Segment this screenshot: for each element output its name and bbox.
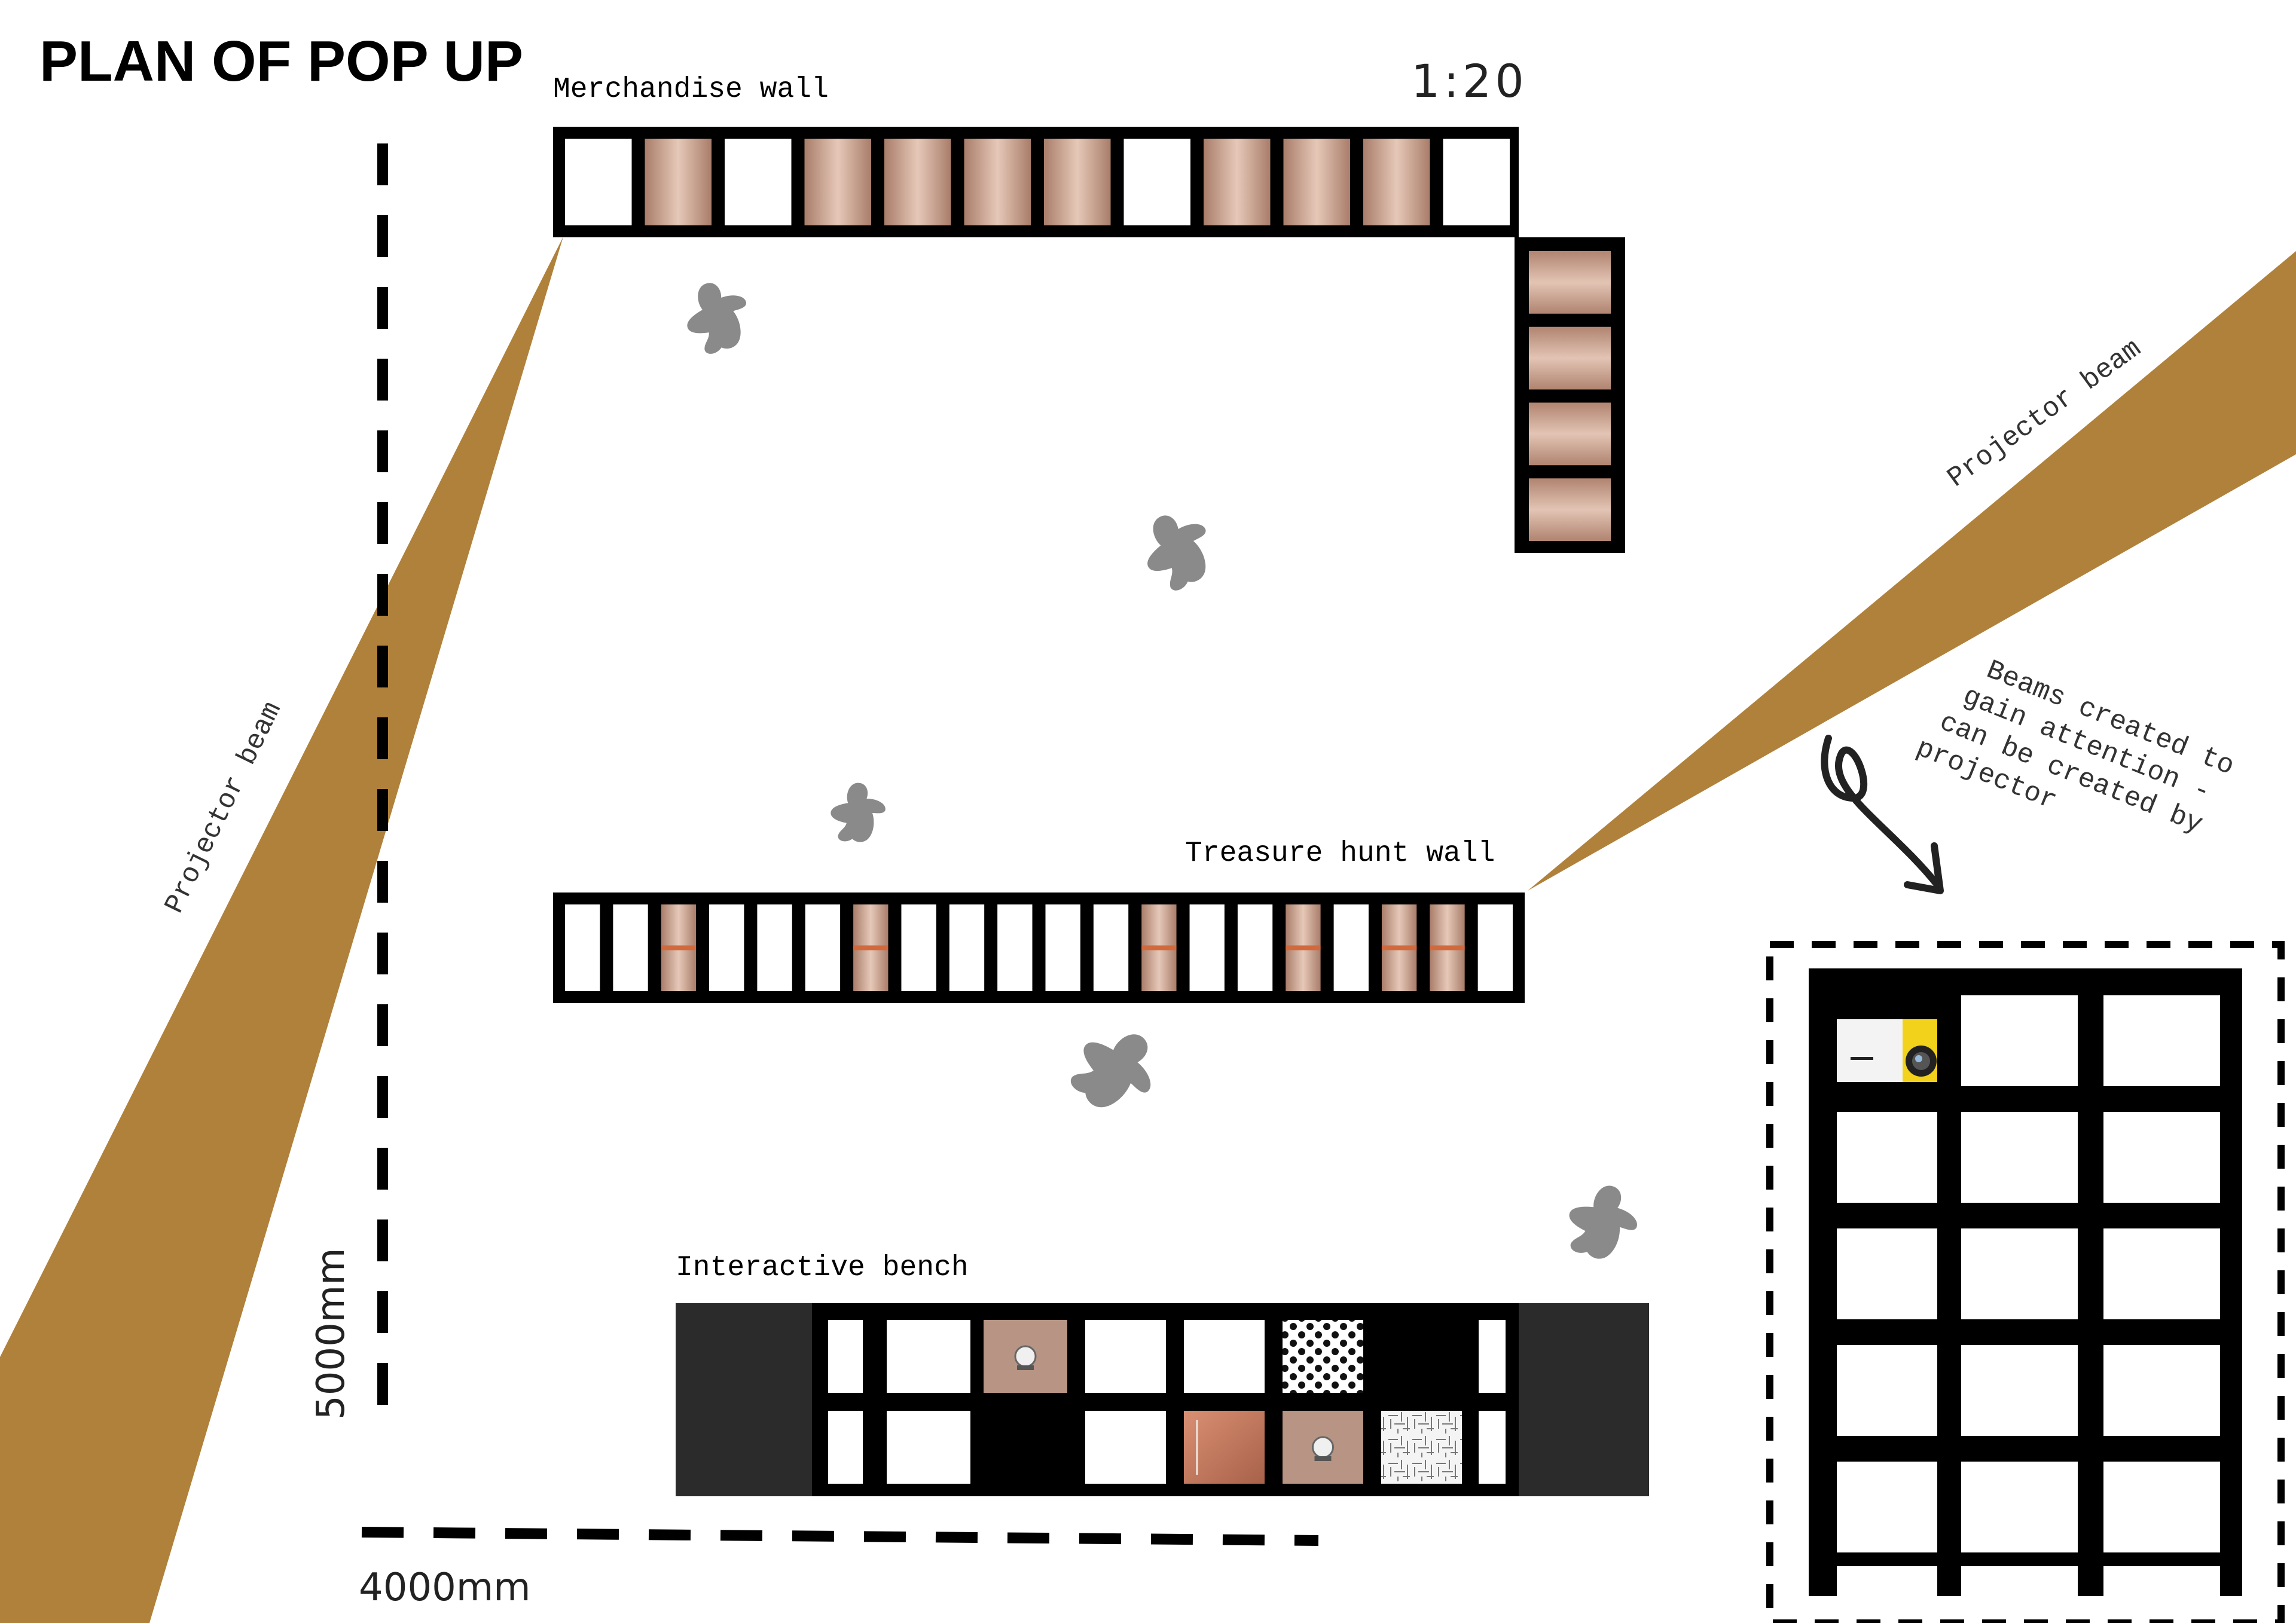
- shelf-cell: [1961, 1345, 2078, 1436]
- shelf-cell: [1837, 1345, 1937, 1436]
- globe-icon: [1312, 1436, 1334, 1459]
- width-dimension-label: 4000mm: [359, 1566, 531, 1610]
- shelf-cell: [2103, 1228, 2220, 1319]
- person-figure-icon: [675, 273, 759, 360]
- bench-cell-black: [984, 1411, 1067, 1484]
- merch-side-copper-cell: [1529, 478, 1611, 541]
- shelf-cell: [2103, 1462, 2220, 1552]
- bench-cell-pattern: [1381, 1411, 1462, 1484]
- shelf-base-gap: [2103, 1566, 2220, 1596]
- shelving-detail-outline: [1766, 941, 2285, 1623]
- bench-cell-dots: [1283, 1320, 1363, 1393]
- treasure-empty-cell: [1237, 904, 1273, 991]
- left-projector-beam: [0, 237, 563, 1623]
- bench-cell-empty: [1479, 1320, 1506, 1393]
- merch-empty-cell: [1123, 139, 1190, 225]
- bench-cell-empty: [887, 1320, 970, 1393]
- bench-cell-empty: [1184, 1320, 1265, 1393]
- shelf-cell: [2103, 1112, 2220, 1203]
- visitor-figures: [675, 273, 1645, 1267]
- merch-empty-cell: [1443, 139, 1510, 225]
- shelf-cell: [1961, 1462, 2078, 1552]
- treasure-empty-cell: [709, 904, 744, 991]
- treasure-empty-cell: [901, 904, 936, 991]
- treasure-empty-cell: [1093, 904, 1129, 991]
- treasure-marker: [853, 945, 889, 950]
- shelf-cell: [1961, 1112, 2078, 1203]
- treasure-empty-cell: [757, 904, 792, 991]
- person-figure-icon: [831, 783, 886, 842]
- treasure-empty-cell: [997, 904, 1033, 991]
- scale-label: 1:20: [1411, 54, 1528, 108]
- shelf-cell: [2103, 1345, 2220, 1436]
- treasure-empty-cell: [613, 904, 648, 991]
- merch-empty-cell: [565, 139, 632, 225]
- person-figure-icon: [1059, 1012, 1173, 1127]
- width-dimension-line: [361, 1527, 1319, 1546]
- person-figure-icon: [1129, 500, 1226, 599]
- treasure-marker: [1381, 945, 1417, 950]
- treasure-empty-cell: [1189, 904, 1225, 991]
- right-projector-beam: [1528, 251, 2296, 891]
- bench-cell-empty: [828, 1411, 863, 1484]
- merch-side-copper-cell: [1529, 251, 1611, 314]
- merch-copper-cell: [1204, 139, 1271, 225]
- bench-end-left: [676, 1303, 812, 1496]
- bench-cells: [828, 1320, 1506, 1484]
- shelf-cell: [1837, 1462, 1937, 1552]
- merch-copper-cell: [1283, 139, 1350, 225]
- treasure-marker: [1141, 945, 1177, 950]
- treasure-empty-cell: [565, 904, 600, 991]
- treasure-empty-cell: [949, 904, 985, 991]
- merch-copper-cell: [1363, 139, 1430, 225]
- globe-icon: [1014, 1345, 1037, 1368]
- shelf-base-gap: [1837, 1566, 1937, 1596]
- treasure-hunt-wall: [553, 893, 1525, 1003]
- shelf-cell: [1837, 1112, 1937, 1203]
- bench-cell-empty: [1085, 1411, 1166, 1484]
- merchandise-wall: [553, 127, 1519, 237]
- merch-empty-cell: [725, 139, 792, 225]
- depth-dimension-label: 5000mm: [309, 1248, 353, 1420]
- bench-end-right: [1519, 1303, 1649, 1496]
- shelf-cell: [1961, 1228, 2078, 1319]
- projector-icon: [1837, 1019, 1937, 1082]
- merch-side-copper-cell: [1529, 326, 1611, 390]
- treasure-marker: [1286, 945, 1321, 950]
- treasure-empty-cell: [1333, 904, 1369, 991]
- globe-stand: [1017, 1365, 1034, 1370]
- curly-arrow-icon: [1821, 735, 1944, 894]
- bench-cell-black: [1381, 1320, 1462, 1393]
- merch-copper-cell: [884, 139, 951, 225]
- beam-note: Beams created to gain attention - can be…: [1912, 655, 2238, 840]
- shelf-cell: [2103, 995, 2220, 1086]
- person-figure-icon: [1560, 1177, 1645, 1267]
- merch-copper-cell: [1044, 139, 1111, 225]
- treasure-empty-cell: [805, 904, 841, 991]
- merchandise-side-wall: [1515, 237, 1625, 553]
- bench-cell-empty: [887, 1411, 970, 1484]
- treasure-empty-cell: [1477, 904, 1513, 991]
- globe-stand: [1314, 1456, 1332, 1461]
- treasure-hunt-wall-label: Treasure hunt wall: [1185, 838, 1495, 870]
- shelf-cell: [1961, 995, 2078, 1086]
- treasure-empty-cell: [1045, 904, 1080, 991]
- bench-cell-empty: [1479, 1411, 1506, 1484]
- treasure-marker: [661, 945, 697, 950]
- treasure-marker: [1430, 945, 1465, 950]
- shelf-base-gap: [1961, 1566, 2078, 1596]
- merch-copper-cell: [964, 139, 1031, 225]
- merch-copper-cell: [804, 139, 871, 225]
- shelf-cell: [1837, 1228, 1937, 1319]
- interactive-bench-label: Interactive bench: [676, 1252, 969, 1284]
- merchandise-wall-label: Merchandise wall: [553, 74, 829, 106]
- shelving-unit: [1809, 968, 2242, 1596]
- page-title: PLAN OF POP UP: [39, 29, 523, 93]
- merch-copper-cell: [645, 139, 712, 225]
- bench-cell-empty: [828, 1320, 863, 1393]
- merch-side-copper-cell: [1529, 402, 1611, 466]
- bench-cell-empty: [1085, 1320, 1166, 1393]
